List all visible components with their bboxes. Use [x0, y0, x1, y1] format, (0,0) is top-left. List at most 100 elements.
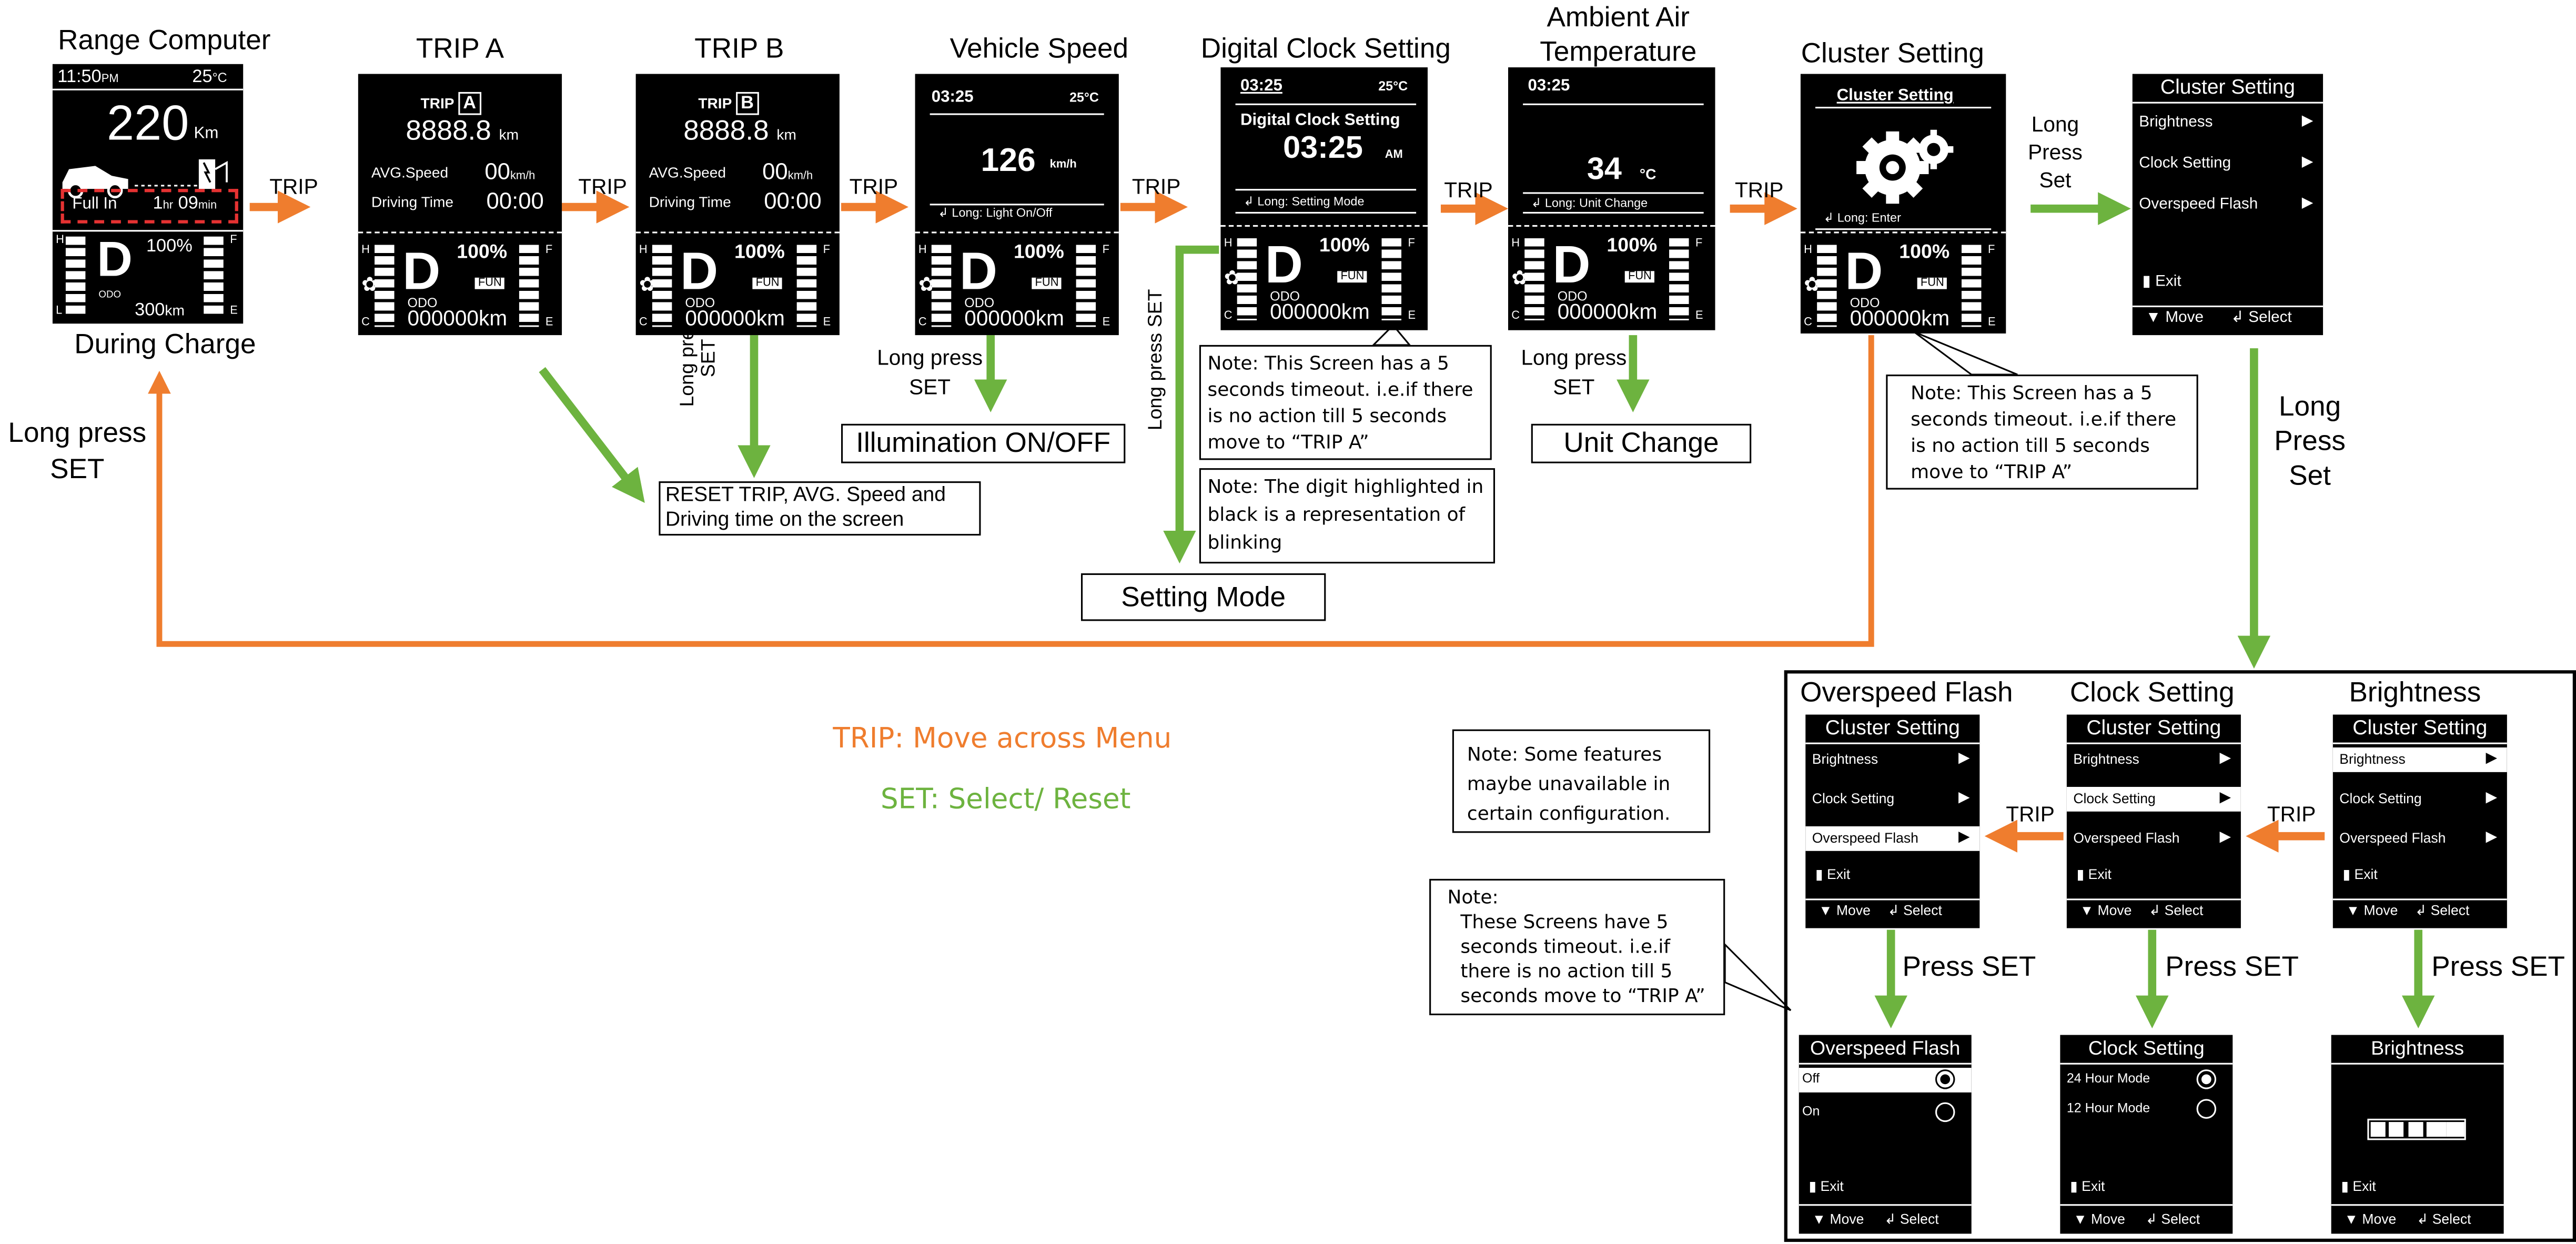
menu-item[interactable]: Overspeed Flash ▶: [2333, 826, 2507, 851]
trip-b-avg-unit: km/h: [787, 170, 813, 183]
set-arrow-clock: [1163, 245, 1219, 564]
exit-label: Exit: [2354, 865, 2378, 883]
trip-a-avg-label: AVG.Speed: [371, 164, 449, 181]
overspeed-title: Overspeed Flash: [1810, 1036, 1961, 1060]
ambient-time: 03:25: [1528, 77, 1570, 96]
radio-empty-icon: [2196, 1099, 2217, 1119]
clock-title: Digital Clock Setting: [1240, 112, 1400, 130]
exit-item[interactable]: ▮ Exit: [2341, 1178, 2376, 1195]
odo-label: ODO: [407, 296, 438, 311]
range-value: 220: [107, 97, 189, 151]
screen-trip-a: TRIP A 8888.8 km AVG.Speed 00km/h Drivin…: [358, 74, 562, 336]
caret-right-icon: ▶: [2486, 828, 2498, 845]
trip-a-drive-label: Driving Time: [371, 194, 454, 210]
menu-item[interactable]: Clock Setting ▶: [2133, 151, 2323, 176]
trip-b-letter: B: [735, 92, 759, 115]
clock-time: 03:25: [1240, 77, 1282, 96]
trip-label: TRIP: [849, 174, 898, 199]
battery-pct: 100%: [146, 236, 193, 257]
exit-item[interactable]: ▮ Exit: [2070, 1178, 2105, 1195]
menu-item-label: Overspeed Flash: [1812, 830, 1918, 846]
battery-pct: 100%: [734, 239, 785, 263]
clock-mode-title: Clock Setting: [2088, 1036, 2205, 1060]
select-hint: ↲ Select: [2231, 309, 2292, 327]
menu-item-label: Brightness: [2339, 751, 2406, 767]
gear-indicator: D: [1265, 235, 1303, 295]
trip-label: TRIP: [578, 174, 627, 199]
overspeed-option-off[interactable]: Off: [1799, 1068, 1972, 1093]
battery-pct: 100%: [457, 239, 508, 263]
menu-item[interactable]: Overspeed Flash ▶: [1805, 826, 1980, 851]
screen-trip-b: TRIP B 8888.8 km AVG.Speed 00km/h Drivin…: [635, 74, 840, 336]
battery-pct: 100%: [1899, 239, 1950, 263]
full-in-hr-unit: hr: [163, 200, 174, 212]
menu-item[interactable]: Brightness ▶: [1805, 747, 1979, 772]
move-label: Move: [1836, 902, 1871, 918]
menu-item[interactable]: Brightness ▶: [2067, 747, 2241, 772]
gauge-h: H: [639, 245, 648, 257]
gauge-f: F: [1408, 238, 1415, 250]
trip-label: TRIP: [1444, 177, 1493, 203]
exit-item[interactable]: ▮ Exit: [2342, 865, 2378, 883]
gauge-f: F: [1987, 245, 1995, 257]
gauge-f: F: [1695, 238, 1703, 250]
clock-option-12[interactable]: 12 Hour Mode: [2060, 1097, 2232, 1122]
screen-range-computer: 11:50PM 25°C 220 Km Full In 1hr 09min H …: [52, 64, 244, 324]
gauge-h: H: [918, 245, 927, 257]
screen-digital-clock: 03:25 25°C Digital Clock Setting 03:25 A…: [1220, 67, 1428, 330]
speed-unit: km/h: [1049, 159, 1077, 171]
ambient-value: 34: [1587, 153, 1622, 188]
move-hint: ▼ Move: [1812, 1210, 1864, 1227]
screen-clock-mode: Clock Setting 24 Hour Mode 12 Hour Mode …: [2060, 1035, 2233, 1234]
menu-item[interactable]: Overspeed Flash ▶: [2133, 192, 2323, 217]
caret-right-icon: ▶: [1958, 828, 1970, 845]
gauge-c: C: [1224, 310, 1233, 322]
caret-right-icon: ▶: [2301, 153, 2314, 169]
screen-brightness: Brightness ▮ Exit ▼ Move ↲ Select: [2331, 1035, 2504, 1234]
temp-bars: [375, 245, 395, 327]
screen-menu-main: Cluster Setting Brightness ▶ Clock Setti…: [2132, 74, 2324, 336]
note-pointer-2: [1913, 331, 2018, 376]
move-label: Move: [2165, 309, 2204, 327]
menu-item-label: Clock Setting: [1812, 790, 1895, 807]
exit-item[interactable]: ▮ Exit: [1809, 1178, 1844, 1195]
fun-badge: FUN: [1917, 277, 1948, 289]
battery-pct: 100%: [1607, 233, 1658, 257]
full-in-hr: 1: [153, 194, 163, 214]
trip-b-dist: 8888.8: [683, 115, 769, 146]
screen-cluster-setting: Cluster Setting ↲ Long: Enter H C ✿ D 10…: [1800, 74, 2006, 333]
menu-item-label: Clock Setting: [2339, 790, 2422, 807]
exit-item[interactable]: ▮ Exit: [2142, 272, 2181, 291]
speed-hint: ↲ Long: Light On/Off: [938, 205, 1053, 220]
brightness-title: Brightness: [2371, 1036, 2464, 1060]
odo-label: ODO: [964, 296, 995, 311]
move-label: Move: [2363, 902, 2398, 918]
menu-item[interactable]: Clock Setting ▶: [2066, 786, 2241, 812]
clock-value: 03:25: [1283, 131, 1363, 166]
exit-item[interactable]: ▮ Exit: [1815, 865, 1851, 883]
exit-label: Exit: [2352, 1178, 2376, 1195]
caret-right-icon: ▶: [2219, 749, 2231, 766]
odo-value: 000000: [685, 305, 756, 330]
menu-item[interactable]: Brightness ▶: [2133, 110, 2323, 135]
odo-label: ODO: [1557, 289, 1588, 304]
clock-option-24[interactable]: 24 Hour Mode: [2060, 1068, 2232, 1093]
brightness-level-bar[interactable]: [2367, 1118, 2466, 1140]
gauge-e: E: [823, 317, 831, 329]
speed-value: 126: [981, 143, 1036, 179]
battery-pct: 100%: [1319, 233, 1370, 257]
range-time: 11:50: [57, 67, 102, 87]
box-unit-change: Unit Change: [1531, 423, 1752, 463]
select-hint: ↲ Select: [2145, 1210, 2200, 1227]
menu-item[interactable]: Clock Setting ▶: [1805, 787, 1979, 812]
overspeed-option-on[interactable]: On: [1799, 1100, 1972, 1125]
menu-item-label: Brightness: [1812, 751, 1878, 767]
menu-item[interactable]: Overspeed Flash ▶: [2067, 826, 2241, 851]
odo-label: ODO: [98, 290, 122, 301]
exit-label: Exit: [2155, 272, 2181, 291]
exit-item[interactable]: ▮ Exit: [2076, 865, 2112, 883]
menu-item[interactable]: Brightness ▶: [2332, 747, 2507, 772]
menu-item[interactable]: Clock Setting ▶: [2333, 787, 2507, 812]
trip-a-km: km: [499, 126, 519, 143]
full-in-label: Full In: [72, 195, 117, 214]
